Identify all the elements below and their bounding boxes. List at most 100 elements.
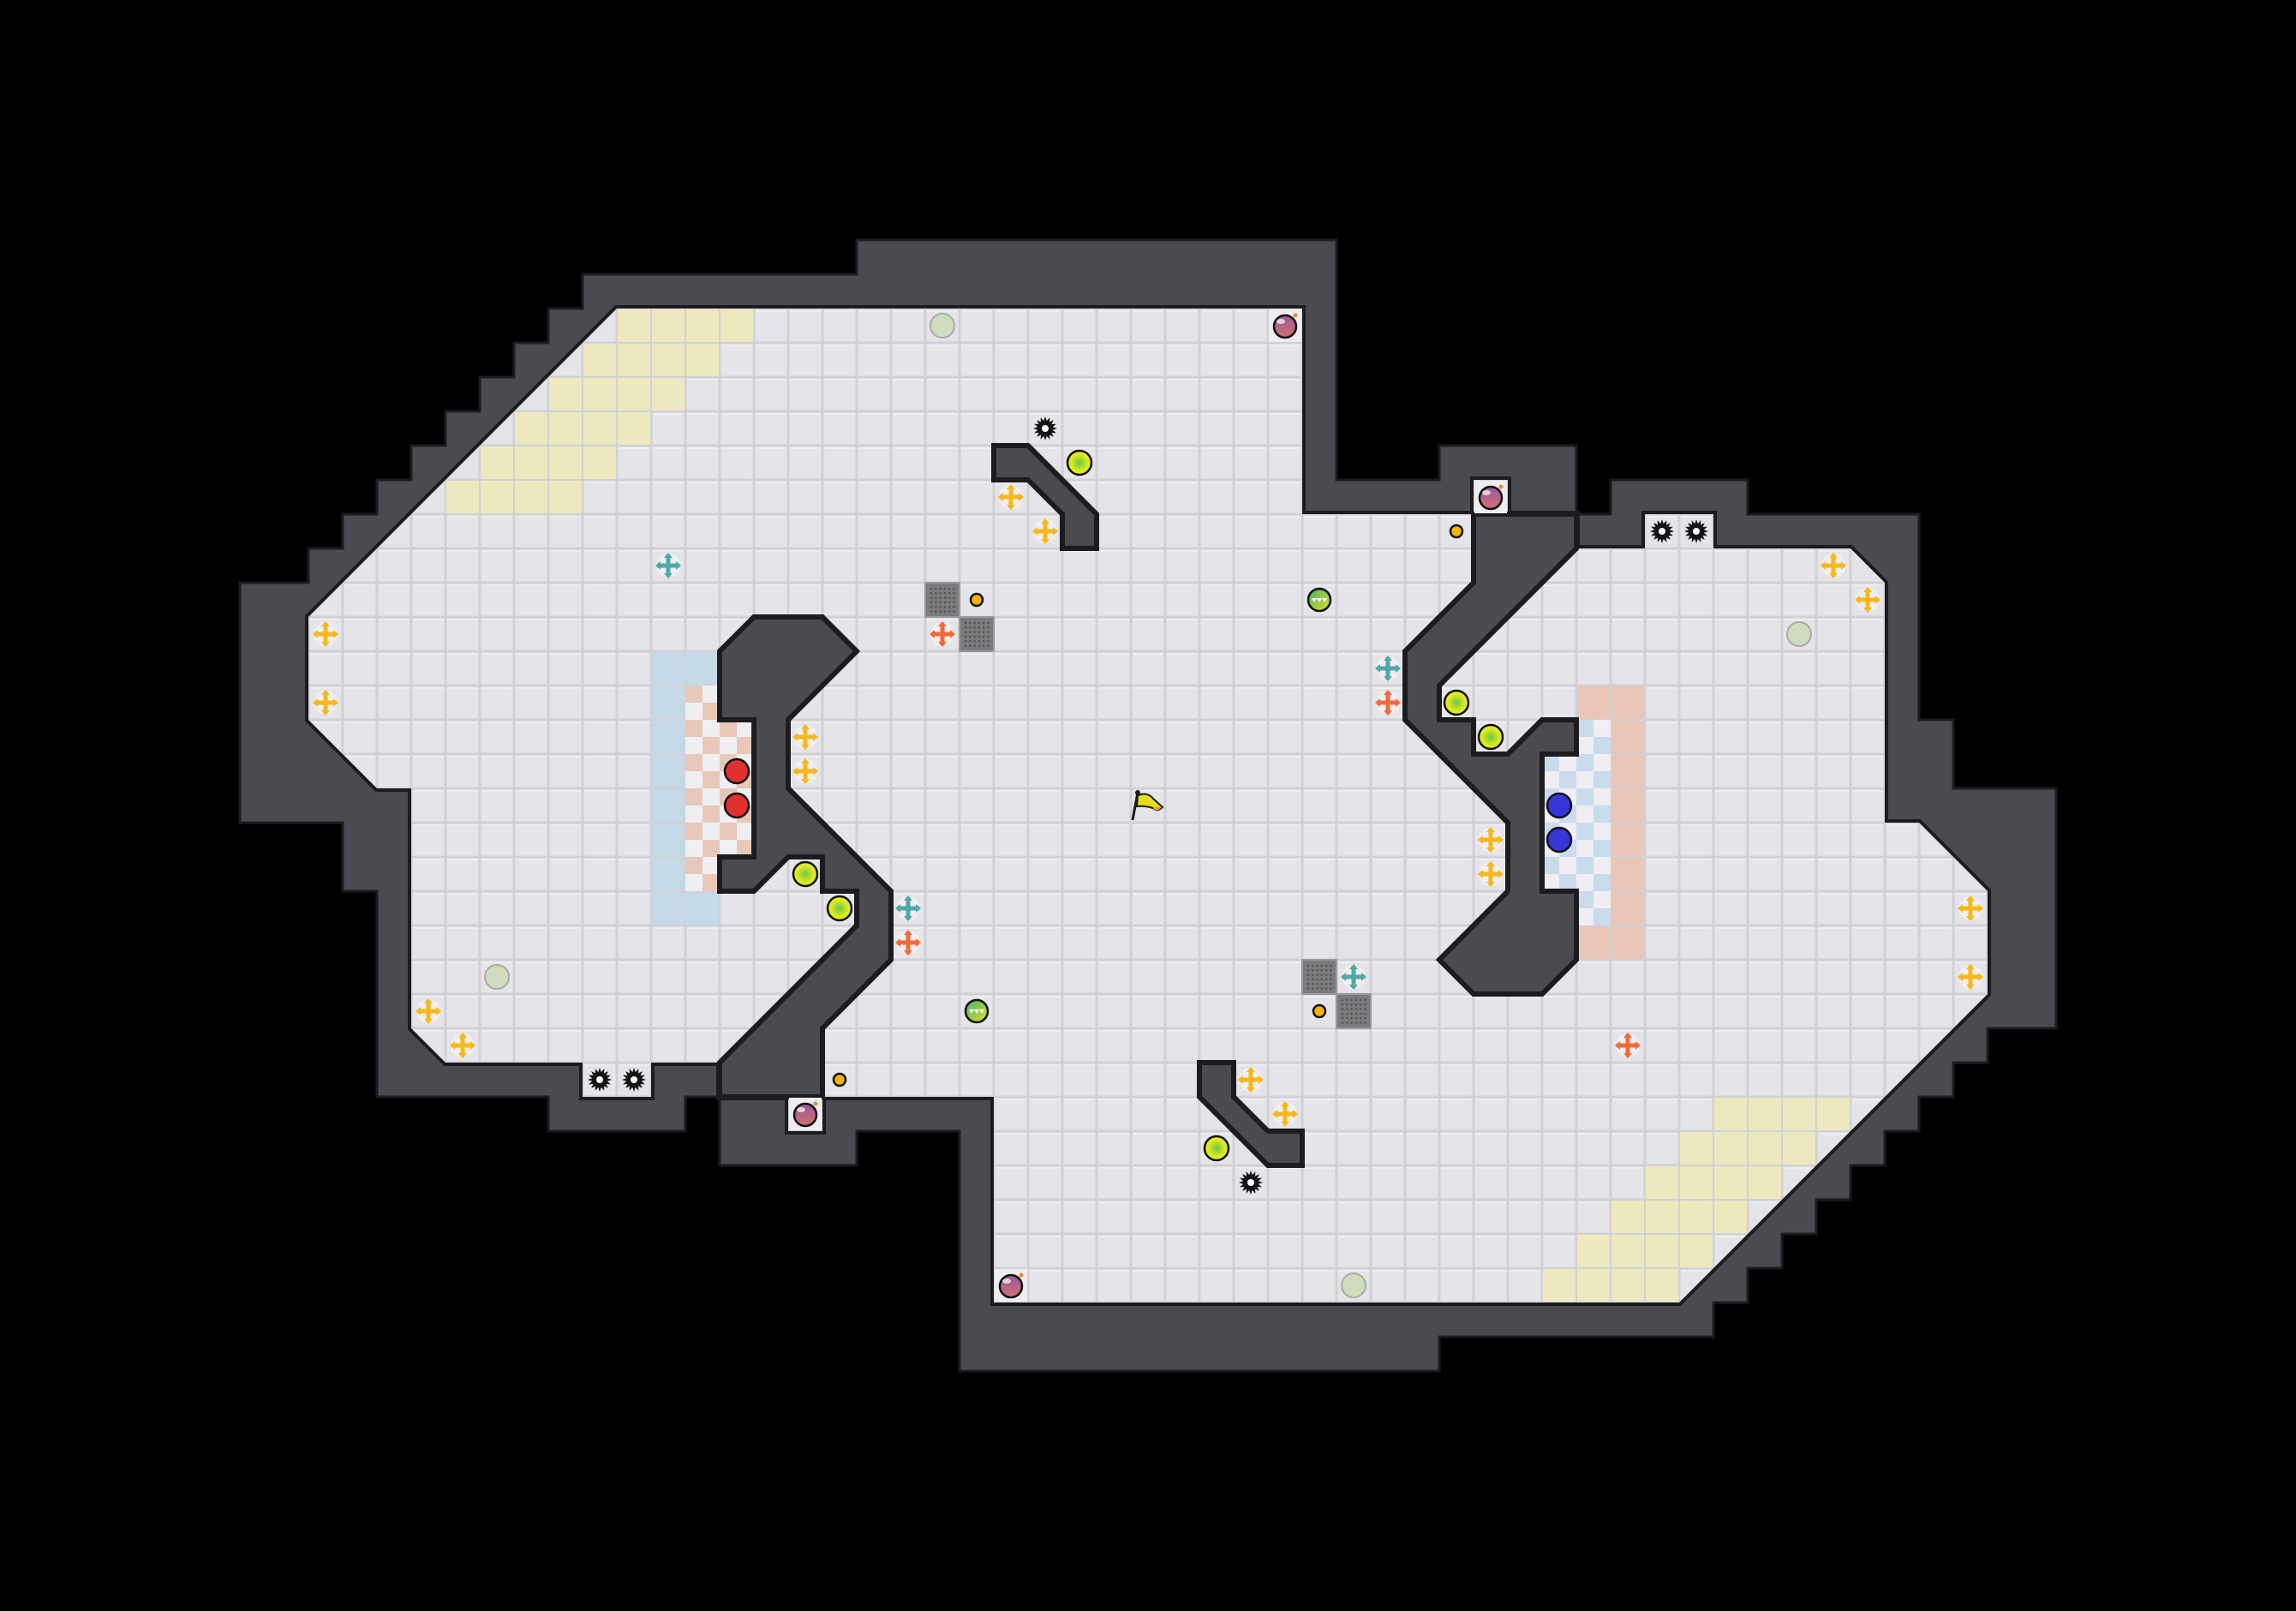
blue-base-checker-tile <box>1542 857 1576 891</box>
neutral-zone-tile <box>618 309 650 342</box>
red-endzone-tile <box>686 892 719 925</box>
blue-endzone-tile <box>1577 686 1610 719</box>
yellow-cross-arrows-icon <box>1032 518 1058 544</box>
neutral-zone-tile <box>1680 1201 1713 1233</box>
neutral-zone-tile <box>720 309 753 342</box>
inactive-pad-icon <box>930 313 955 338</box>
orange-cross-arrows-icon <box>1615 1033 1641 1058</box>
neutral-zone-tile <box>618 412 650 445</box>
yellow-cross-arrows-icon <box>313 690 338 716</box>
neutral-zone-tile <box>1714 1201 1747 1233</box>
gate-icon <box>959 616 995 652</box>
spike-icon <box>588 1068 612 1092</box>
blue-base-checker-tile <box>1576 754 1611 788</box>
blue-base-checker-tile <box>1576 857 1611 891</box>
blue-endzone-tile <box>1611 789 1644 822</box>
yellow-cross-arrows-icon <box>792 758 818 784</box>
blue-endzone-tile <box>1611 823 1644 856</box>
orange-cross-arrows-icon <box>1375 690 1401 716</box>
neutral-zone-tile <box>515 446 547 479</box>
yellow-cross-arrows-icon <box>416 998 441 1024</box>
gate-icon <box>1301 959 1337 995</box>
red-base-checker-tile <box>685 823 720 857</box>
neutral-zone-tile <box>583 344 616 376</box>
red-endzone-tile <box>652 721 685 753</box>
neutral-zone-tile <box>618 378 650 410</box>
yellow-cross-arrows-icon <box>1958 895 1983 921</box>
red-endzone-tile <box>686 652 719 685</box>
yellow-cross-arrows-icon <box>998 484 1024 510</box>
spike-icon <box>1033 416 1057 440</box>
neutral-zone-tile <box>1577 1269 1610 1302</box>
blue-base-checker-tile <box>1576 720 1611 754</box>
boost-icon <box>1477 723 1504 751</box>
red-flag-ball-icon <box>723 792 750 819</box>
neutral-zone-tile <box>1749 1098 1781 1130</box>
neutral-zone-tile <box>652 309 685 342</box>
blue-endzone-tile <box>1611 926 1644 959</box>
blue-endzone-tile <box>1611 721 1644 753</box>
gate-icon <box>1336 993 1372 1029</box>
neutral-zone-tile <box>1783 1132 1815 1165</box>
red-endzone-tile <box>652 858 685 890</box>
neutral-zone-tile <box>652 344 685 376</box>
button-icon <box>969 592 984 608</box>
red-base-checker-tile <box>685 686 720 720</box>
bomb-icon <box>789 1098 822 1130</box>
portal-icon <box>1306 587 1332 613</box>
neutral-zone-tile <box>1749 1132 1781 1165</box>
neutral-zone-tile <box>1680 1132 1713 1165</box>
neutral-zone-tile <box>1783 1098 1815 1130</box>
neutral-zone-tile <box>686 309 719 342</box>
red-base-checker-tile <box>720 823 754 857</box>
blue-base-checker-tile <box>1576 823 1611 857</box>
neutral-zone-tile <box>1611 1235 1644 1267</box>
neutral-zone-tile <box>549 446 582 479</box>
neutral-zone-tile <box>583 412 616 445</box>
neutral-zone-tile <box>1577 1235 1610 1267</box>
blue-flag-ball-icon <box>1546 792 1573 819</box>
blue-base-checker-tile <box>1576 788 1611 823</box>
yellow-cross-arrows-icon <box>1855 587 1880 613</box>
neutral-zone-tile <box>1646 1201 1678 1233</box>
teal-cross-arrows-icon <box>895 895 921 921</box>
neutral-zone-tile <box>446 481 479 513</box>
gate-icon <box>924 582 960 618</box>
button-icon <box>1312 1003 1327 1019</box>
yellow-flag-icon <box>1131 790 1164 821</box>
inactive-pad-icon <box>1786 621 1812 647</box>
neutral-zone-tile <box>549 481 582 513</box>
neutral-zone-tile <box>1611 1201 1644 1233</box>
neutral-zone-tile <box>481 446 513 479</box>
blue-base-checker-tile <box>1542 754 1576 788</box>
inner-wall-red-side <box>717 614 894 1099</box>
yellow-cross-arrows-icon <box>1821 553 1846 578</box>
teal-cross-arrows-icon <box>1375 656 1401 681</box>
portal-icon <box>964 998 990 1024</box>
yellow-cross-arrows-icon <box>1238 1067 1264 1093</box>
spike-icon <box>1239 1171 1263 1195</box>
boost-icon <box>792 860 819 888</box>
red-base-checker-tile <box>685 857 720 891</box>
neutral-zone-tile <box>549 378 582 410</box>
red-endzone-tile <box>652 652 685 685</box>
yellow-cross-arrows-icon <box>1958 964 1983 990</box>
button-icon <box>832 1072 847 1087</box>
blue-flag-ball-icon <box>1546 826 1573 853</box>
neutral-zone-tile <box>1543 1269 1576 1302</box>
red-endzone-tile <box>652 892 685 925</box>
spike-icon <box>1650 519 1674 543</box>
orange-cross-arrows-icon <box>930 621 955 647</box>
neutral-zone-tile <box>515 412 547 445</box>
neutral-zone-tile <box>1611 1269 1644 1302</box>
red-endzone-tile <box>652 686 685 719</box>
boost-icon <box>826 895 853 922</box>
neutral-zone-tile <box>583 378 616 410</box>
neutral-zone-tile <box>1714 1098 1747 1130</box>
blue-endzone-tile <box>1611 755 1644 788</box>
neutral-zone-tile <box>652 378 685 410</box>
inactive-pad-icon <box>484 964 510 990</box>
button-icon <box>1449 524 1464 539</box>
neutral-zone-tile <box>1817 1098 1850 1130</box>
yellow-cross-arrows-icon <box>792 724 818 750</box>
